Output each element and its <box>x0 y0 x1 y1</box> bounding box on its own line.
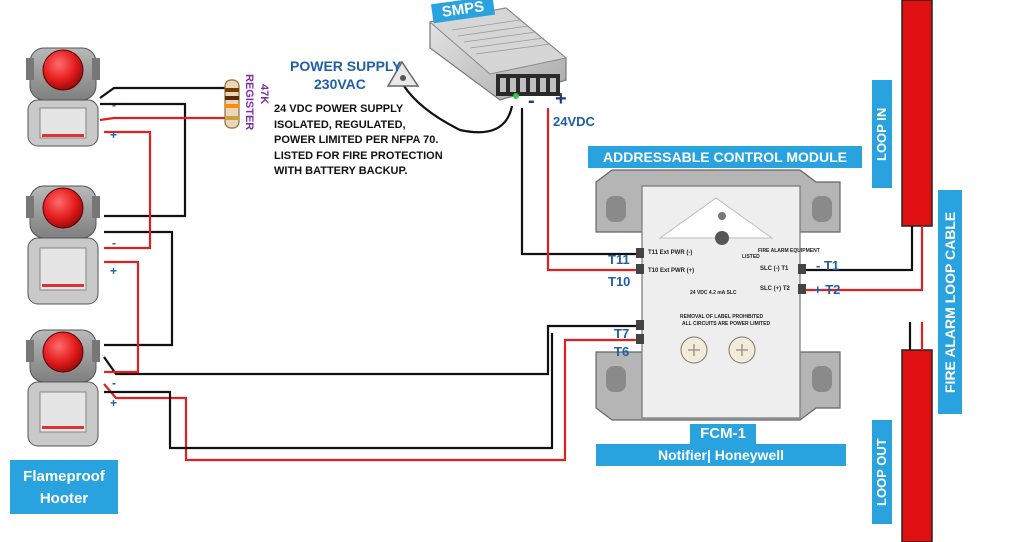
return-black-wires <box>104 333 554 450</box>
module-slc-plus: SLC (+) T2 <box>760 286 790 292</box>
loop-cable-label: FIRE ALARM LOOP CABLE <box>938 190 962 414</box>
module-ext-pwr-plus: T10 Ext PWR (+) <box>648 268 695 274</box>
hooter-label-line: Hooter <box>39 490 89 507</box>
terminal-t1: - T1 <box>816 258 840 273</box>
hooter2-minus: - <box>112 236 116 250</box>
hooter-3 <box>26 329 100 447</box>
module-fire-alarm: FIRE ALARM EQUIPMENT <box>758 248 820 254</box>
loop-in-label: LOOP IN <box>872 80 892 188</box>
hooter-label-line: Flameproof <box>23 468 105 485</box>
module-title: ADDRESSABLE CONTROL MODULE <box>588 146 862 168</box>
hooter3-minus: - <box>112 376 116 390</box>
hooter-1 <box>26 47 100 147</box>
red-wires <box>99 108 924 462</box>
terminal-t2: + T2 <box>814 282 841 297</box>
loop-in-cable <box>901 0 933 227</box>
loop-out-label: LOOP OUT <box>872 420 892 524</box>
hooter1-minus: - <box>112 98 116 112</box>
resistor-name: REGISTER <box>243 74 255 131</box>
resistor-value: 47K <box>258 84 270 105</box>
dc-plus-label: + <box>555 88 567 110</box>
terminal-t7: T7 <box>614 326 630 341</box>
hooter2-plus: + <box>110 264 118 278</box>
terminal-t10: T10 <box>608 274 631 289</box>
hooter3-plus: + <box>110 396 118 410</box>
supply-note-line: 24 VDC POWER SUPPLY <box>274 103 404 115</box>
supply-note-line: LISTED FOR FIRE PROTECTION <box>274 149 443 162</box>
supply-note-line: POWER LIMITED PER NFPA 70. <box>274 134 439 146</box>
smps-unit <box>428 7 568 101</box>
supply-note-line: ISOLATED, REGULATED, <box>274 118 406 131</box>
module-slc-minus: SLC (-) T1 <box>760 266 789 272</box>
hooter-label: Flameproof Hooter <box>10 460 118 514</box>
power-plug-icon <box>386 60 420 87</box>
hooter-2 <box>26 185 100 305</box>
supply-note: 24 VDC POWER SUPPLY ISOLATED, REGULATED,… <box>274 102 443 180</box>
module-listed: LISTED <box>742 254 760 260</box>
module-rating: 24 VDC 4.2 mA SLC <box>690 290 737 296</box>
supply-note-line: WITH BATTERY BACKUP. <box>274 165 408 177</box>
module-model: FCM-1 <box>690 424 756 444</box>
module-removal: REMOVAL OF LABEL PROHIBITED <box>680 314 764 320</box>
terminal-t6: T6 <box>614 344 630 359</box>
control-module-fcm1 <box>595 169 841 421</box>
terminal-t11: T11 <box>608 252 630 267</box>
resistor-47k <box>224 79 240 129</box>
module-circuits: ALL CIRCUITS ARE POWER LIMITED <box>682 321 771 327</box>
module-ext-pwr-minus: T11 Ext PWR (-) <box>648 250 693 256</box>
power-supply-title: POWER SUPPLY <box>290 58 402 74</box>
loop-out-cable <box>901 349 933 542</box>
black-wires <box>99 85 914 376</box>
power-supply-voltage: 230VAC <box>314 76 366 92</box>
dc-minus-label: - <box>528 90 535 112</box>
dc-voltage-label: 24VDC <box>553 114 595 129</box>
module-brand: Notifier| Honeywell <box>596 444 846 466</box>
hooter1-plus: + <box>110 128 118 142</box>
